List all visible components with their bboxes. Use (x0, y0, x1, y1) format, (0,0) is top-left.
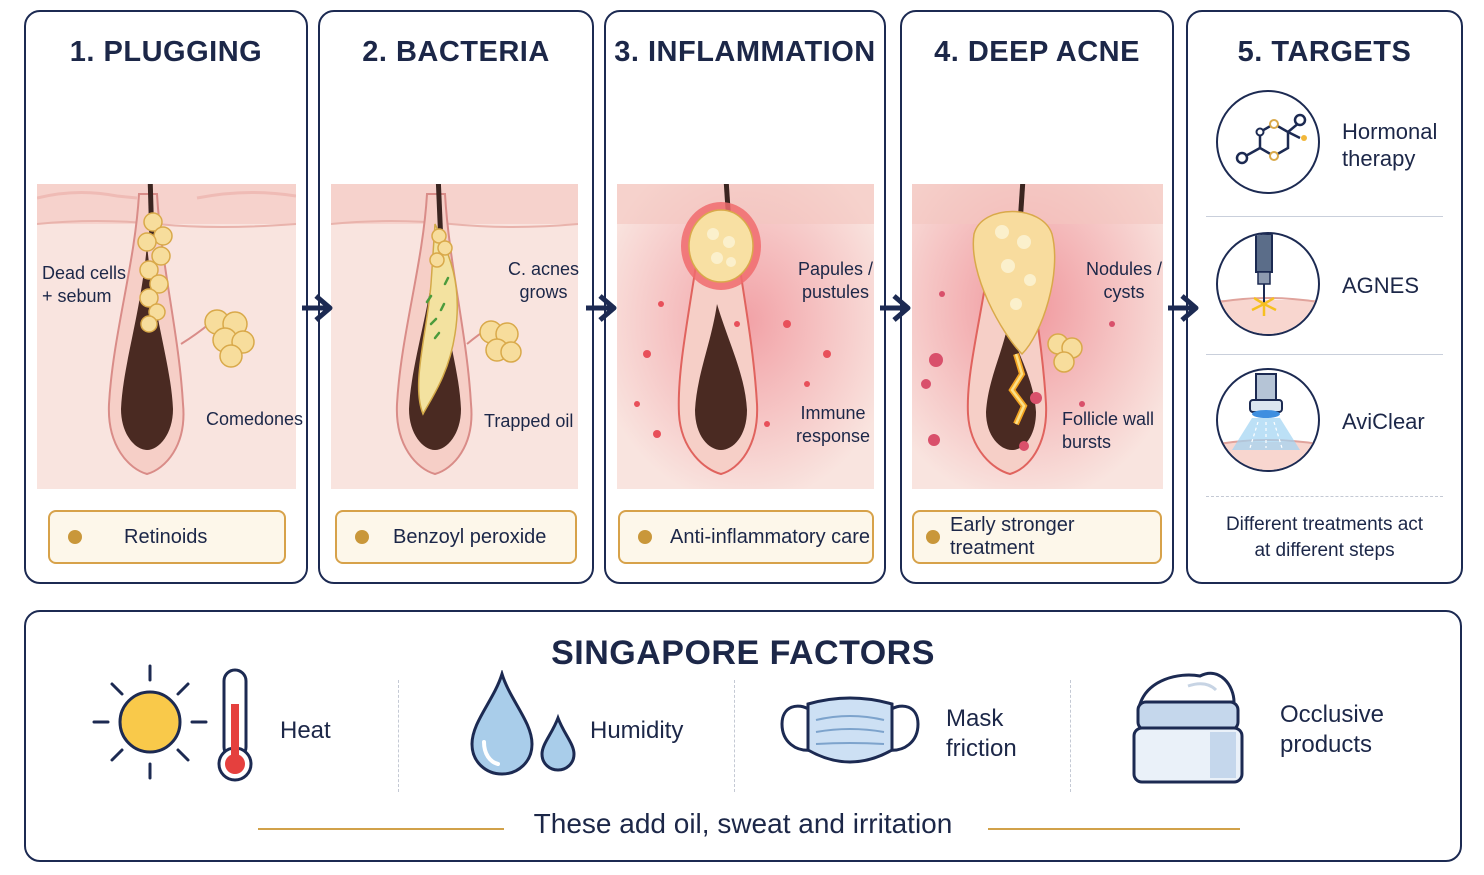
bullet-dot (926, 530, 940, 544)
arrow-right-icon (586, 294, 617, 322)
divider (734, 680, 735, 792)
targets-note: Different treatments act at different st… (1225, 514, 1424, 561)
target-agnes: AGNES (1188, 232, 1461, 342)
arrow-right-icon (880, 294, 911, 322)
target-aviclear: AviClear (1188, 368, 1461, 478)
laser-light-icon (1216, 368, 1320, 472)
targets-title: 5. TARGETS (1237, 36, 1412, 68)
face-mask-icon (780, 696, 920, 764)
step-title: 4. DEEP ACNE (934, 36, 1140, 68)
factor-label-heat: Heat (280, 717, 331, 744)
target-label: AviClear (1342, 409, 1425, 434)
follicle-illustration (331, 184, 578, 489)
arrow-right-icon (302, 294, 333, 322)
molecule-icon (1216, 90, 1320, 194)
label-trapped-oil: Trapped oil (484, 411, 574, 431)
step-panel-plugging: 1. PLUGGING Dead cells + (24, 10, 308, 584)
divider-dashed (1206, 496, 1443, 497)
bullet-dot (638, 530, 652, 544)
treatment-pill: Early stronger treatment (912, 510, 1162, 564)
factor-label-mask-friction: Mask friction (946, 705, 1017, 762)
factors-title: SINGAPORE FACTORS (551, 634, 935, 672)
step-panel-bacteria: 2. BACTERIA C. acnes grows Trapped oil (318, 10, 594, 584)
needle-probe-icon (1216, 232, 1320, 336)
divider (398, 680, 399, 792)
treatment-label: Retinoids (124, 525, 208, 548)
treatment-pill: Anti-inflammatory care (618, 510, 874, 564)
treatment-pill: Retinoids (48, 510, 286, 564)
follicle-illustration (617, 184, 874, 489)
sun-thermometer-icon (92, 664, 253, 782)
follicle-illustration (912, 184, 1163, 489)
treatment-pill: Benzoyl peroxide (335, 510, 577, 564)
footer-rule-right (988, 828, 1240, 830)
target-label: Hormonal therapy (1342, 119, 1438, 171)
label-dead-cells-sebum: Dead cells + sebum (42, 263, 127, 306)
target-hormonal-therapy: Hormonal therapy (1188, 90, 1461, 200)
bullet-dot (68, 530, 82, 544)
follicle-illustration (37, 184, 296, 489)
label-papules-pustules: Papules / pustules (798, 259, 874, 302)
label-comedones: Comedones (206, 409, 304, 429)
target-label: AGNES (1342, 273, 1420, 298)
step-title: 1. PLUGGING (69, 36, 263, 68)
treatment-label: Early stronger treatment (950, 514, 1075, 559)
bullet-dot (355, 530, 369, 544)
cream-jar-icon (1132, 672, 1244, 784)
divider (1206, 216, 1443, 217)
label-follicle-wall-bursts: Follicle wall bursts (1062, 409, 1155, 452)
divider (1070, 680, 1071, 792)
divider (1206, 354, 1443, 355)
factor-label-occlusive-products: Occlusive products (1280, 701, 1385, 758)
label-c-acnes-grows: C. acnes grows (508, 259, 580, 302)
singapore-factors-panel: SINGAPORE FACTORS Heat Humidity Mask fri… (24, 610, 1462, 862)
treatment-label: Anti-inflammatory care (670, 525, 871, 548)
step-title: 3. INFLAMMATION (614, 36, 876, 68)
label-nodules-cysts: Nodules / cysts (1086, 259, 1163, 302)
arrow-right-icon (1168, 294, 1199, 322)
factor-label-humidity: Humidity (590, 717, 684, 744)
treatment-label: Benzoyl peroxide (393, 525, 547, 548)
footer-rule-left (258, 828, 504, 830)
label-immune-response: Immune response (796, 403, 871, 446)
targets-panel: 5. TARGETS Hormonal therapy (1186, 10, 1463, 584)
factors-footer: These add oil, sweat and irritation (533, 808, 953, 839)
step-panel-deep-acne: 4. DEEP ACNE (900, 10, 1174, 584)
step-title: 2. BACTERIA (362, 36, 550, 68)
step-panel-inflammation: 3. INFLAMMATION Papules / pustules (604, 10, 886, 584)
water-drops-icon (470, 670, 576, 776)
